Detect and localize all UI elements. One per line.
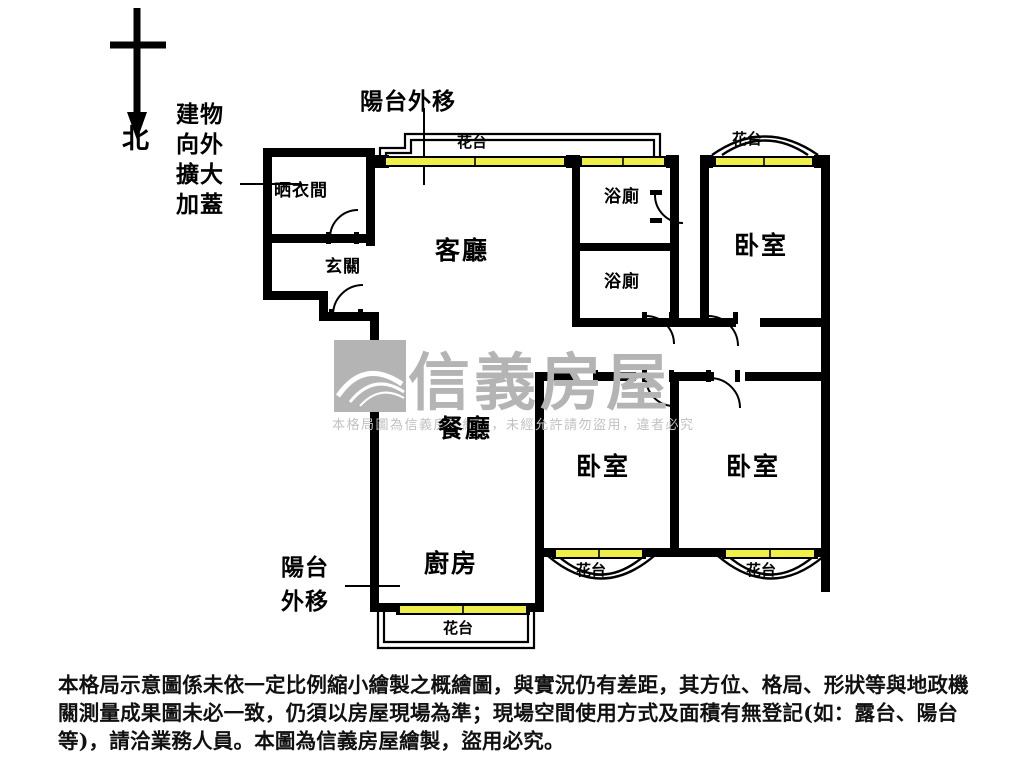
room-label-bathroom-lower: 浴廁: [604, 272, 640, 292]
flower-bed-bottom-right-arc: [717, 555, 825, 580]
room-label-bedroom-center: 卧室: [576, 452, 631, 481]
exterior-walls: [263, 148, 830, 612]
flower-bed-top-living-outline2: [384, 138, 656, 158]
room-label-kitchen: 廚房: [424, 549, 479, 578]
flower-bed-bottom-right-arc2: [727, 555, 815, 576]
flower-bed-label-kitchen: 花台: [443, 619, 474, 637]
door-bathroom-upper: [650, 190, 684, 224]
flower-bed-bottom-center-arc: [547, 555, 655, 580]
flower-bed-top-living-outline: [378, 132, 662, 158]
door-bedroom-ne: [704, 312, 739, 347]
window-kitchen-bottom: [396, 604, 530, 615]
annotation-balcony-top: 陽台外移: [360, 88, 456, 115]
flower-bed-kitchen-outline2: [382, 612, 530, 644]
window-bedroom-ne-top: [712, 156, 816, 167]
window-living-top: [382, 156, 568, 167]
window-bedroom-se-bottom: [722, 548, 818, 559]
north-arrow-icon: [110, 8, 166, 140]
door-bedroom-se: [706, 370, 741, 409]
flower-bed-label-top-bedroom: 花台: [732, 130, 763, 148]
annotation-expansion-line-1: 向外: [176, 131, 224, 158]
flower-bed-label-bottom-center: 花台: [576, 561, 607, 579]
door-drying-room: [326, 209, 359, 244]
annotation-expansion-line-2: 擴大: [176, 161, 224, 188]
flower-bed-label-top-living: 花台: [457, 133, 488, 151]
disclaimer-text: 本格局示意圖係未依一定比例縮小繪製之概繪圖，與實況仍有差距，其方位、格局、形狀等…: [58, 673, 969, 753]
window-bedroom-center-bottom: [552, 548, 646, 559]
room-label-dining-room: 餐廳: [438, 414, 493, 443]
room-label-bedroom-ne: 卧室: [734, 231, 789, 260]
annotation-expansion-line-3: 加蓋: [176, 191, 224, 218]
compass-north-label: 北: [122, 124, 149, 155]
annotation-balcony-bottom-line-1: 外移: [281, 588, 329, 615]
flower-bed-top-bedroom-arc2: [721, 139, 809, 156]
room-label-drying-room: 晒衣間: [274, 181, 328, 201]
room-label-bathroom-upper: 浴廁: [604, 187, 640, 207]
door-foyer-entry: [329, 284, 364, 321]
flower-bed-top-bedroom-arc: [711, 135, 819, 156]
door-bathroom-lower: [642, 312, 675, 345]
annotation-balcony-bottom-line-0: 陽台: [281, 554, 329, 581]
flower-bed-kitchen-outline: [376, 612, 536, 650]
annotation-expansion-line-0: 建物: [176, 101, 224, 128]
room-label-foyer: 玄關: [325, 257, 361, 277]
door-bedroom-center: [642, 370, 675, 407]
door-dining-passage: [570, 370, 598, 382]
flower-bed-label-bottom-right: 花台: [746, 561, 777, 579]
room-label-living-room: 客廳: [435, 236, 490, 265]
flower-bed-bottom-center-arc2: [557, 555, 645, 576]
window-bathroom-top: [578, 156, 668, 167]
room-label-bedroom-se: 卧室: [726, 452, 781, 481]
